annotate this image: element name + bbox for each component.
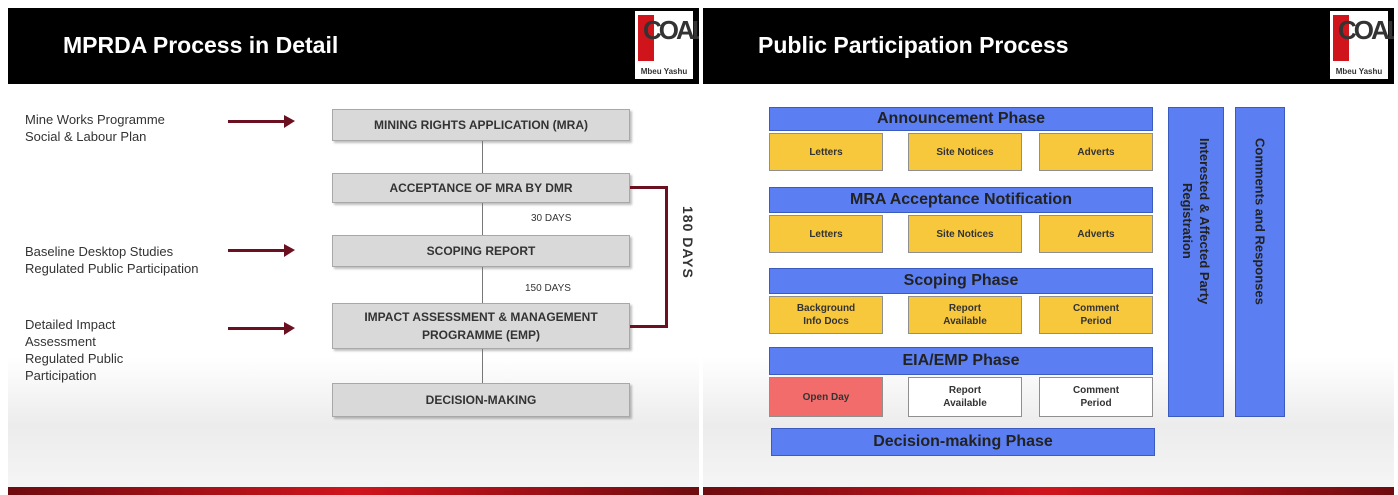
logo-red-block [1333, 15, 1349, 61]
phase-item: Open Day [769, 377, 883, 417]
side-bar-comments: Comments and Responses [1235, 107, 1285, 417]
logo-subtitle: Mbeu Yashu [1335, 67, 1383, 76]
footer-strip [8, 487, 699, 495]
slide-title: MPRDA Process in Detail [63, 32, 339, 58]
input-text-1: Mine Works Programme Social & Labour Pla… [25, 112, 165, 144]
phase-item: Report Available [908, 296, 1022, 334]
public-participation-slide: Public Participation Process COAL Mbeu Y… [703, 0, 1394, 495]
duration-bracket [630, 186, 668, 328]
total-duration-label: 180 DAYS [680, 206, 696, 279]
phase-item: Letters [769, 133, 883, 171]
logo-subtitle: Mbeu Yashu [640, 67, 688, 76]
logo-wordmark: COAL [1338, 15, 1394, 45]
input-text-2: Baseline Desktop Studies Regulated Publi… [25, 244, 199, 276]
phase-item: Letters [769, 215, 883, 253]
step-mra: MINING RIGHTS APPLICATION (MRA) [332, 109, 630, 141]
duration-label-2: 150 DAYS [525, 283, 571, 294]
phase-item: Site Notices [908, 215, 1022, 253]
step-impact-assessment: IMPACT ASSESSMENT & MANAGEMENT PROGRAMME… [332, 303, 630, 349]
phase-decision-making: Decision-making Phase [771, 428, 1155, 456]
coal-logo: COAL Mbeu Yashu [1330, 11, 1394, 79]
mprda-process-slide: MPRDA Process in Detail COAL Mbeu Yashu … [8, 0, 699, 495]
phase-item: Comment Period [1039, 296, 1153, 334]
phase-item: Adverts [1039, 133, 1153, 171]
phase-item: Comment Period [1039, 377, 1153, 417]
title-bar: MPRDA Process in Detail COAL Mbeu Yashu [8, 8, 699, 84]
phase-eia-emp: EIA/EMP Phase [769, 347, 1153, 375]
step-decision: DECISION-MAKING [332, 383, 630, 417]
coal-logo: COAL Mbeu Yashu [635, 11, 699, 79]
step-acceptance: ACCEPTANCE OF MRA BY DMR [332, 173, 630, 203]
logo-red-block [638, 15, 654, 61]
phase-item: Background Info Docs [769, 296, 883, 334]
phase-scoping: Scoping Phase [769, 268, 1153, 294]
title-bar: Public Participation Process COAL Mbeu Y… [703, 8, 1394, 84]
connector-line [482, 203, 483, 235]
input-arrow-2 [228, 244, 295, 257]
logo-wordmark: COAL [643, 15, 699, 45]
connector-line [482, 349, 483, 383]
input-text-3: Detailed Impact Assessment Regulated Pub… [25, 317, 124, 383]
step-scoping: SCOPING REPORT [332, 235, 630, 267]
phase-mra-acceptance: MRA Acceptance Notification [769, 187, 1153, 213]
duration-label-1: 30 DAYS [531, 213, 572, 224]
phase-announcement: Announcement Phase [769, 107, 1153, 131]
connector-line [482, 267, 483, 303]
phase-item: Adverts [1039, 215, 1153, 253]
connector-line [482, 141, 483, 173]
phase-item: Report Available [908, 377, 1022, 417]
side-bar-registration: Interested & Affected Party Registration [1168, 107, 1224, 417]
input-arrow-1 [228, 115, 295, 128]
phase-item: Site Notices [908, 133, 1022, 171]
footer-strip [703, 487, 1394, 495]
input-arrow-3 [228, 322, 295, 335]
slide-title: Public Participation Process [758, 32, 1069, 58]
